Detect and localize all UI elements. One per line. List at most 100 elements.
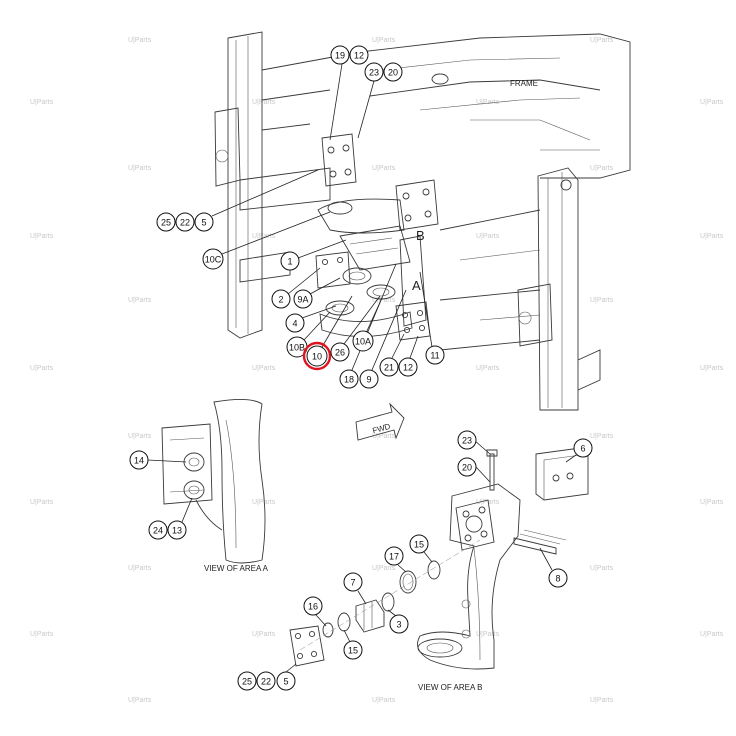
callout-number: 22 bbox=[261, 677, 271, 687]
callout-c10a[interactable]: 10A bbox=[352, 330, 374, 352]
watermark-text: U|Parts bbox=[372, 297, 396, 304]
callout-c15b[interactable]: 15 bbox=[343, 640, 363, 660]
watermark-text: U|Parts bbox=[476, 365, 500, 372]
leader-line-c5b bbox=[285, 663, 297, 673]
forward-arrow-icon: FWD bbox=[355, 402, 405, 441]
leader-line-c2 bbox=[287, 267, 321, 295]
watermark-text: U|Parts bbox=[590, 297, 614, 304]
callout-circle bbox=[349, 45, 369, 65]
leader-line-c13 bbox=[181, 497, 193, 523]
leader-line-c9a bbox=[309, 277, 341, 295]
leader-line-c1 bbox=[297, 239, 347, 259]
callout-c1[interactable]: 1 bbox=[280, 251, 300, 271]
callout-c23a[interactable]: 23 bbox=[364, 62, 384, 82]
callout-number: 4 bbox=[292, 319, 297, 329]
leader-line-c8 bbox=[539, 547, 553, 571]
callout-c3[interactable]: 3 bbox=[389, 614, 409, 634]
callout-c4[interactable]: 4 bbox=[285, 313, 305, 333]
callout-c14[interactable]: 14 bbox=[129, 450, 149, 470]
watermark-text: U|Parts bbox=[252, 365, 276, 372]
callout-c25a[interactable]: 25 bbox=[156, 212, 176, 232]
callout-number: 23 bbox=[462, 436, 472, 446]
watermark-text: U|Parts bbox=[128, 433, 152, 440]
callout-c22a[interactable]: 22 bbox=[175, 212, 195, 232]
callout-number: 20 bbox=[388, 68, 398, 78]
leader-line-c14 bbox=[147, 459, 187, 463]
leader-line-c11 bbox=[419, 271, 433, 348]
callout-circle bbox=[256, 671, 276, 691]
watermark-text: U|Parts bbox=[30, 499, 54, 506]
callout-c13[interactable]: 13 bbox=[167, 520, 187, 540]
callout-circle bbox=[202, 248, 224, 270]
callout-c21[interactable]: 21 bbox=[379, 357, 399, 377]
leader-line-c15a bbox=[423, 551, 433, 563]
callout-number: 2 bbox=[278, 295, 283, 305]
leader-line-c23a bbox=[357, 80, 375, 139]
view-area-a-drawing bbox=[161, 399, 266, 564]
watermark-text: U|Parts bbox=[372, 697, 396, 704]
watermark-text: U|Parts bbox=[476, 499, 500, 506]
callout-number: 14 bbox=[134, 456, 144, 466]
watermark-text: U|Parts bbox=[128, 565, 152, 572]
callout-circle bbox=[330, 45, 350, 65]
callout-c26[interactable]: 26 bbox=[330, 342, 350, 362]
leader-line-c3 bbox=[387, 609, 397, 617]
callout-c5a[interactable]: 5 bbox=[194, 212, 214, 232]
callout-circle bbox=[276, 671, 296, 691]
callout-c18[interactable]: 18 bbox=[339, 369, 359, 389]
callout-circle bbox=[352, 330, 374, 352]
callout-circle bbox=[573, 438, 593, 458]
callout-c5b[interactable]: 5 bbox=[276, 671, 296, 691]
watermark-text: U|Parts bbox=[700, 99, 724, 106]
callout-c23b[interactable]: 23 bbox=[457, 430, 477, 450]
callout-circle bbox=[343, 572, 363, 592]
callout-c20a[interactable]: 20 bbox=[383, 62, 403, 82]
callout-c9[interactable]: 9 bbox=[359, 369, 379, 389]
callout-number: 21 bbox=[384, 363, 394, 373]
callout-circle bbox=[457, 430, 477, 450]
leader-line-c18 bbox=[351, 263, 397, 371]
callout-circle bbox=[280, 251, 300, 271]
callout-c19[interactable]: 19 bbox=[330, 45, 350, 65]
callout-c10c[interactable]: 10C bbox=[202, 248, 224, 270]
callout-c22b[interactable]: 22 bbox=[256, 671, 276, 691]
callout-number: 1 bbox=[287, 257, 292, 267]
callout-number: 25 bbox=[161, 218, 171, 228]
callout-circle bbox=[306, 345, 328, 367]
callout-c10[interactable]: 10 bbox=[306, 345, 328, 367]
watermark-text: U|Parts bbox=[252, 99, 276, 106]
callout-c11[interactable]: 11 bbox=[425, 345, 445, 365]
callout-c17[interactable]: 17 bbox=[384, 546, 404, 566]
callout-number: 16 bbox=[308, 602, 318, 612]
callout-c16[interactable]: 16 bbox=[303, 596, 323, 616]
leader-line-c17 bbox=[397, 564, 407, 573]
leader-line-c23b bbox=[473, 439, 491, 455]
leader-lines bbox=[147, 63, 577, 673]
callout-c15a[interactable]: 15 bbox=[409, 534, 429, 554]
watermark-text: U|Parts bbox=[590, 37, 614, 44]
leader-line-c19 bbox=[329, 63, 343, 141]
callout-number: 9 bbox=[366, 375, 371, 385]
watermark-text: U|Parts bbox=[128, 697, 152, 704]
callout-number: 5 bbox=[283, 677, 288, 687]
callout-c10b[interactable]: 10B bbox=[286, 336, 308, 358]
callout-c20b[interactable]: 20 bbox=[457, 457, 477, 477]
callout-c12b[interactable]: 12 bbox=[398, 357, 418, 377]
callout-c2[interactable]: 2 bbox=[271, 289, 291, 309]
callout-number: 10 bbox=[312, 352, 322, 362]
callout-circle bbox=[167, 520, 187, 540]
callout-c9a[interactable]: 9A bbox=[293, 289, 313, 309]
callout-c7[interactable]: 7 bbox=[343, 572, 363, 592]
callout-c6[interactable]: 6 bbox=[573, 438, 593, 458]
callout-number: 17 bbox=[389, 552, 399, 562]
callout-c8[interactable]: 8 bbox=[548, 568, 568, 588]
callout-number: 5 bbox=[201, 218, 206, 228]
callout-c25b[interactable]: 25 bbox=[237, 671, 257, 691]
callout-circle bbox=[175, 212, 195, 232]
watermark-text: U|Parts bbox=[700, 365, 724, 372]
callout-c24[interactable]: 24 bbox=[148, 520, 168, 540]
callout-number: 10C bbox=[205, 255, 222, 265]
callout-c12a[interactable]: 12 bbox=[349, 45, 369, 65]
callout-circle bbox=[548, 568, 568, 588]
